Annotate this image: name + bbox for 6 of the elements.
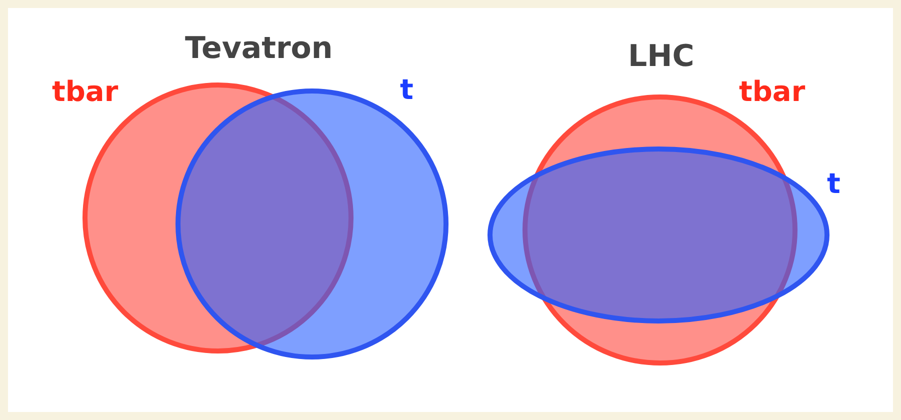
set-label: t	[827, 170, 840, 198]
group-label: LHC	[628, 42, 694, 72]
set-label: tbar	[52, 78, 118, 106]
group-label: Tevatron	[185, 34, 333, 64]
set-label: tbar	[739, 78, 806, 106]
set-label: t	[400, 76, 414, 104]
